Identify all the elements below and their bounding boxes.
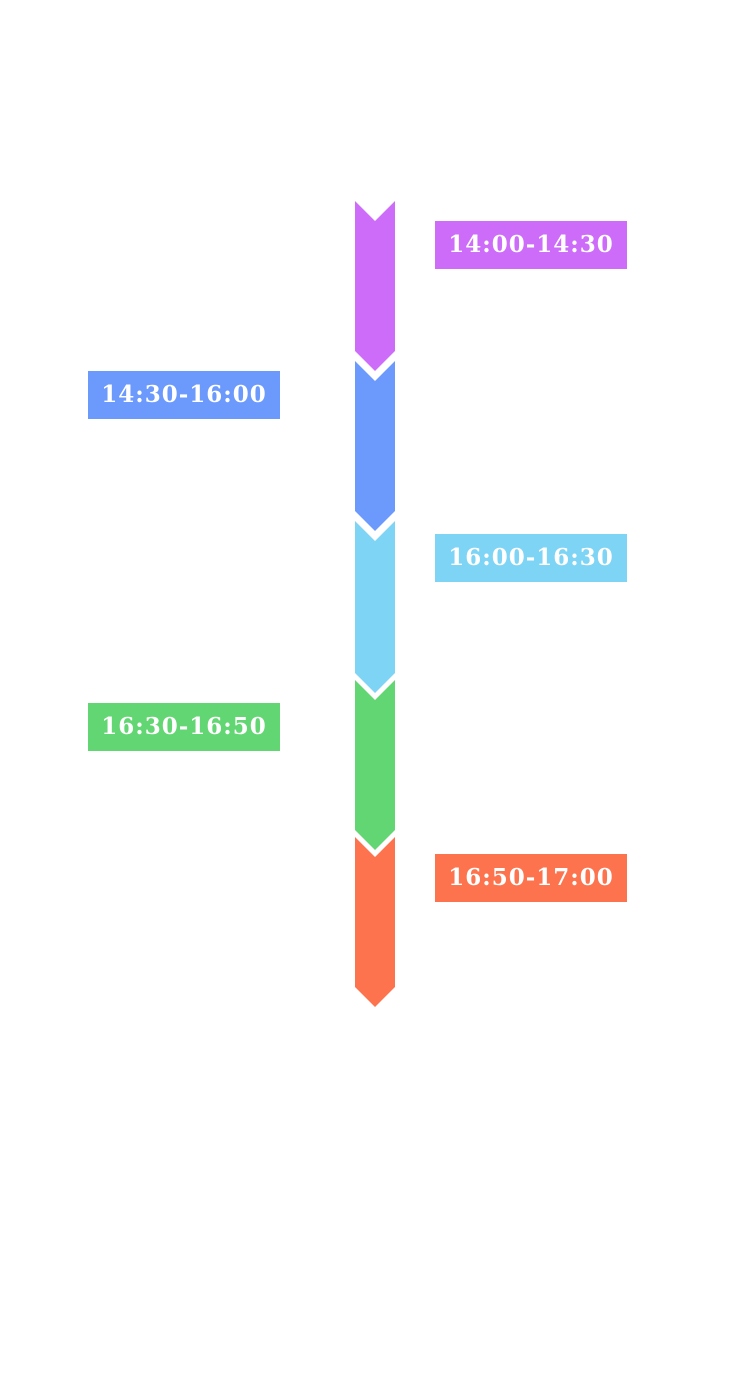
time-label: 16:50-17:00 [435, 854, 627, 902]
time-label: 16:30-16:50 [88, 703, 280, 751]
timeline-segment [355, 837, 395, 1007]
timeline-segment [355, 680, 395, 850]
time-label: 14:30-16:00 [88, 371, 280, 419]
timeline-segment [355, 201, 395, 371]
time-label: 14:00-14:30 [435, 221, 627, 269]
timeline-segment [355, 521, 395, 693]
time-label: 16:00-16:30 [435, 534, 627, 582]
timeline-segment [355, 361, 395, 531]
